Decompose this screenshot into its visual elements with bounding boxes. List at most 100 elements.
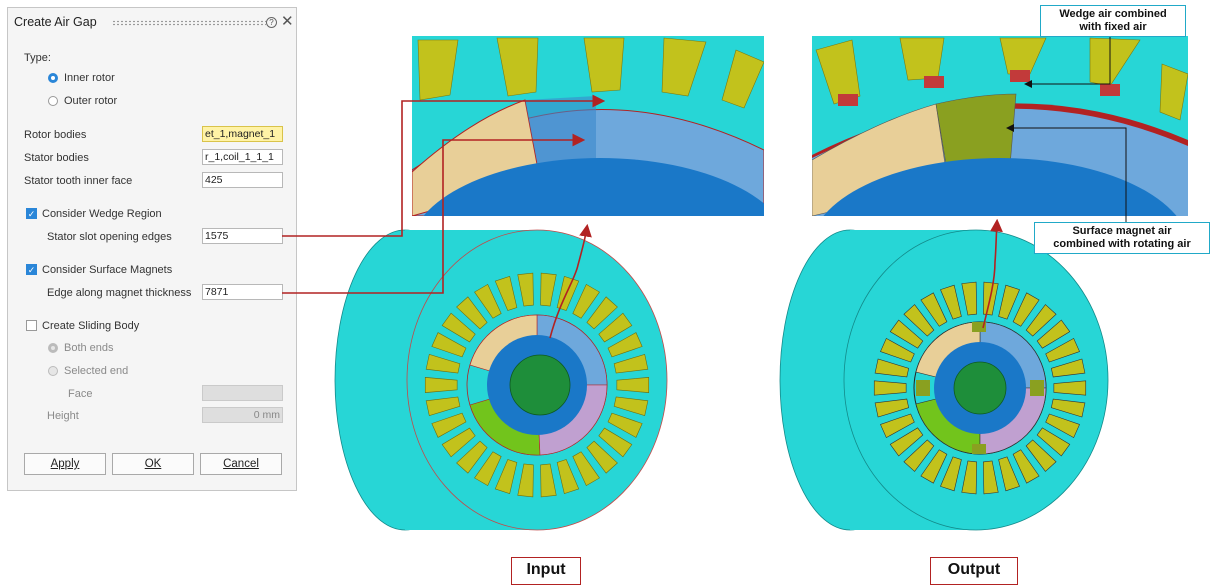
surface-magnets-checkbox[interactable]: ✓	[26, 264, 37, 275]
stator-slot	[920, 292, 948, 327]
stator-slot	[1045, 337, 1080, 363]
stator-slot	[425, 353, 461, 374]
stator-slot	[998, 284, 1020, 320]
callout-pointers	[1006, 36, 1127, 222]
stator-slot	[1050, 398, 1086, 418]
wedge-callout-line2: with fixed air	[1079, 21, 1147, 33]
inner-rotor-radio[interactable]	[48, 73, 58, 83]
help-icon[interactable]: ?	[266, 17, 277, 28]
stator-slot	[940, 456, 962, 492]
slot-opening-edges-label: Stator slot opening edges	[47, 231, 172, 243]
stator-slot	[556, 459, 580, 495]
stator-slot	[613, 396, 649, 417]
stator-slot	[903, 439, 935, 472]
stator-slot	[983, 460, 999, 495]
stator-slot	[572, 451, 600, 486]
drag-grip-icon[interactable]	[112, 20, 266, 26]
stator-slot	[540, 272, 557, 307]
wedge-air-callout: Wedge air combined with fixed air	[1040, 5, 1186, 37]
stator-slot	[494, 275, 518, 311]
stator-slot	[998, 456, 1020, 492]
ok-button[interactable]: OK	[112, 453, 194, 475]
sliding-body-checkbox[interactable]	[26, 320, 37, 331]
stator-slot	[517, 463, 534, 498]
stator-slot	[961, 281, 977, 316]
cancel-button-label: Cancel	[223, 458, 259, 470]
stator-slot	[441, 312, 476, 343]
stator-slot	[598, 312, 633, 343]
stator-slot	[474, 451, 502, 486]
both-ends-radio[interactable]	[48, 343, 58, 353]
stator-slot	[1036, 319, 1071, 349]
stator-slot	[607, 332, 643, 358]
close-icon[interactable]: ✕	[281, 13, 294, 30]
face-label: Face	[68, 388, 93, 400]
stator-slot	[940, 284, 962, 320]
stator-slot	[425, 396, 461, 417]
connector-lines	[282, 94, 1003, 339]
cancel-button[interactable]: Cancel	[200, 453, 282, 475]
stator-slot	[586, 296, 618, 330]
stator-slot	[431, 332, 467, 358]
stator-slot	[1036, 427, 1071, 457]
stator-slot	[456, 296, 488, 330]
stator-slot	[1012, 449, 1040, 484]
output-stator-slots	[873, 281, 1087, 495]
height-field[interactable]: 0 mm	[202, 407, 283, 423]
outer-rotor-radio[interactable]	[48, 96, 58, 106]
stator-slot	[598, 427, 633, 458]
stator-slot	[1045, 413, 1080, 439]
input-motor	[334, 229, 668, 531]
ok-button-label: OK	[144, 458, 162, 470]
wedge-callout-line1: Wedge air combined	[1059, 8, 1167, 20]
sliding-body-label: Create Sliding Body	[42, 320, 140, 332]
stator-tooth-field[interactable]: 425	[202, 172, 283, 188]
dialog-titlebar[interactable]: Create Air Gap ? ✕	[8, 8, 296, 36]
apply-button[interactable]: Apply	[24, 453, 106, 475]
inner-rotor-label: Inner rotor	[64, 72, 115, 84]
output-motor	[779, 229, 1109, 531]
stator-slot	[517, 272, 534, 307]
stator-bodies-field[interactable]: r_1,coil_1_1_1	[202, 149, 283, 165]
both-ends-label: Both ends	[64, 342, 114, 354]
stator-slot	[1012, 292, 1040, 327]
output-zoom-view	[812, 36, 1188, 216]
selected-end-label: Selected end	[64, 365, 129, 377]
slot-opening-edges-field[interactable]: 1575	[202, 228, 283, 244]
stator-slot	[880, 337, 915, 363]
height-label: Height	[47, 410, 79, 422]
stator-slot	[586, 440, 618, 474]
stator-slot	[961, 460, 977, 495]
output-label: Output	[930, 557, 1018, 585]
create-air-gap-dialog: Create Air Gap ? ✕ Type: Inner rotor Out…	[7, 7, 297, 491]
input-stator-slots	[424, 272, 650, 498]
stator-slot	[874, 398, 910, 418]
magnet-thickness-edge-label: Edge along magnet thickness	[47, 287, 192, 299]
stator-slot	[616, 377, 650, 393]
face-field[interactable]	[202, 385, 283, 401]
stator-tooth-label: Stator tooth inner face	[24, 175, 133, 187]
stator-bodies-label: Stator bodies	[24, 152, 89, 164]
dialog-title: Create Air Gap	[14, 15, 97, 29]
stator-slot	[889, 427, 924, 457]
stator-slot	[441, 427, 476, 458]
rotor-bodies-field[interactable]: et_1,magnet_1	[202, 126, 283, 142]
magnet-thickness-edge-field[interactable]: 7871	[202, 284, 283, 300]
stator-slot	[456, 440, 488, 474]
stator-slot	[1025, 304, 1057, 337]
rotor-bodies-label: Rotor bodies	[24, 129, 87, 141]
apply-button-label: Apply	[50, 458, 80, 470]
type-label: Type:	[24, 52, 51, 64]
stator-slot	[874, 358, 910, 378]
stator-slot	[903, 304, 935, 337]
surface-magnet-callout: Surface magnet air combined with rotatin…	[1034, 222, 1210, 254]
magnet-callout-line1: Surface magnet air	[1072, 225, 1172, 237]
selected-end-radio[interactable]	[48, 366, 58, 376]
stator-slot	[873, 380, 907, 396]
stator-slot	[1053, 380, 1087, 396]
wedge-region-checkbox[interactable]: ✓	[26, 208, 37, 219]
stator-slot	[607, 412, 643, 438]
stator-slot	[572, 284, 600, 319]
stator-slot	[494, 459, 518, 495]
